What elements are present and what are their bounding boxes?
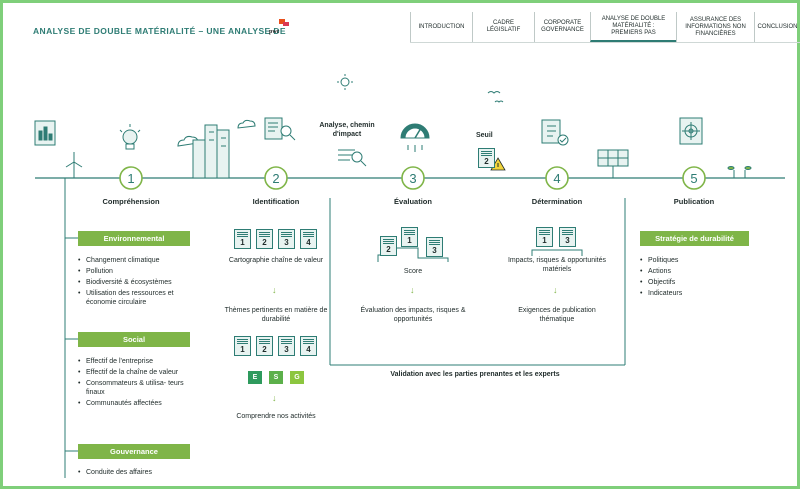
checklist-icon bbox=[541, 119, 569, 146]
list-item: Conduite des affaires bbox=[78, 468, 190, 477]
step-circle-1 bbox=[119, 166, 143, 190]
list-item: Effectif de la chaîne de valeur bbox=[78, 368, 190, 377]
score-doc-3: 3 bbox=[426, 237, 443, 257]
list-item: Communautés affectées bbox=[78, 399, 190, 408]
step-circle-5 bbox=[682, 166, 706, 190]
list-item: Effectif de l'entreprise bbox=[78, 357, 190, 366]
category-social: Social bbox=[78, 332, 190, 347]
list-item: Biodiversité & écosystèmes bbox=[78, 278, 198, 287]
theme-doc-4: 4 bbox=[300, 336, 317, 356]
determination-base bbox=[531, 249, 583, 256]
step-circle-2 bbox=[264, 166, 288, 190]
pwc-logo: pwc bbox=[269, 19, 291, 35]
sun-icon bbox=[337, 74, 353, 90]
nav-divider bbox=[410, 42, 800, 43]
cloud-icon bbox=[237, 119, 256, 129]
esg-e-badge: E bbox=[248, 371, 262, 384]
step-number-2: 2 bbox=[272, 171, 279, 186]
bird-icon bbox=[487, 91, 501, 94]
value-chain-doc-2: 2 bbox=[256, 229, 273, 249]
seuil-document: 2 bbox=[478, 148, 495, 168]
social-list: Effectif de l'entreprise Effectif de la … bbox=[78, 357, 190, 410]
evaluation-label: Évaluation des impacts, risques & opport… bbox=[360, 307, 466, 323]
strategie-header: Stratégie de durabilité bbox=[640, 231, 749, 246]
step-number-4: 4 bbox=[553, 171, 560, 186]
list-item: Utilisation des ressources et économie c… bbox=[78, 289, 198, 307]
lightbulb-icon bbox=[119, 124, 141, 150]
nav-introduction[interactable]: INTRODUCTION bbox=[410, 12, 472, 42]
page-title: ANALYSE DE DOUBLE MATÉRIALITÉ – UNE ANAL… bbox=[33, 26, 286, 36]
step-number-1: 1 bbox=[127, 171, 134, 186]
arrow-down-icon: ↓ bbox=[410, 285, 415, 295]
nav-corporate-governance[interactable]: CORPORATE GOVERNANCE bbox=[534, 12, 590, 42]
score-label: Score bbox=[403, 268, 423, 275]
solar-panel-icon bbox=[597, 149, 629, 178]
step-title-3: Évaluation bbox=[394, 197, 432, 206]
list-item: Actions bbox=[640, 267, 750, 276]
target-icon bbox=[679, 117, 703, 145]
list-item: Objectifs bbox=[640, 278, 750, 287]
bird-icon bbox=[494, 100, 504, 103]
step-circle-3 bbox=[401, 166, 425, 190]
material-doc-1: 1 bbox=[536, 227, 553, 247]
step-number-5: 5 bbox=[690, 171, 697, 186]
gauge-icon bbox=[400, 123, 430, 152]
score-doc-1: 1 bbox=[401, 227, 418, 247]
step-title-5: Publication bbox=[673, 197, 715, 206]
step-title-2: Identification bbox=[252, 197, 300, 206]
value-chain-doc-4: 4 bbox=[300, 229, 317, 249]
theme-doc-1: 1 bbox=[234, 336, 251, 356]
score-staircase bbox=[377, 247, 449, 262]
buildings-icon bbox=[192, 124, 230, 179]
sprout-icon bbox=[727, 166, 752, 178]
list-item: Consommateurs & utilisa- teurs finaux bbox=[78, 379, 190, 397]
nav-double-materialite[interactable]: ANALYSE DE DOUBLE MATÉRIALITÉ : PREMIERS… bbox=[590, 12, 676, 42]
strategie-list: Politiques Actions Objectifs Indicateurs bbox=[640, 256, 750, 300]
document-search-icon bbox=[264, 117, 296, 141]
list-item: Politiques bbox=[640, 256, 750, 265]
cartographie-label: Cartographie chaîne de valeur bbox=[228, 257, 324, 264]
step-title-1: Compréhension bbox=[102, 197, 160, 206]
arrow-down-icon: ↓ bbox=[553, 285, 558, 295]
exigences-label: Exigences de publication thématique bbox=[518, 307, 596, 323]
step-title-4: Détermination bbox=[531, 197, 583, 206]
value-chain-doc-3: 3 bbox=[278, 229, 295, 249]
list-item: Pollution bbox=[78, 267, 198, 276]
seuil-label: Seuil bbox=[476, 132, 493, 139]
esg-g-badge: G bbox=[290, 371, 304, 384]
theme-doc-2: 2 bbox=[256, 336, 273, 356]
top-nav: INTRODUCTION CADRE LÉGISLATIF CORPORATE … bbox=[410, 12, 800, 42]
theme-doc-3: 3 bbox=[278, 336, 295, 356]
step-circle-4 bbox=[545, 166, 569, 190]
impact-path-icon bbox=[338, 149, 367, 167]
nav-assurance[interactable]: ASSURANCE DES INFORMATIONS NON FINANCIÈR… bbox=[676, 12, 754, 42]
cloud-icon bbox=[177, 135, 199, 147]
list-item: Indicateurs bbox=[640, 289, 750, 298]
comprendre-label: Comprendre nos activités bbox=[236, 413, 316, 420]
list-item: Changement climatique bbox=[78, 256, 198, 265]
arrow-down-icon: ↓ bbox=[272, 393, 277, 403]
wind-turbine-icon bbox=[65, 152, 83, 178]
material-doc-3: 3 bbox=[559, 227, 576, 247]
impacts-label: Impacts, risques & opportunités matériel… bbox=[507, 257, 607, 273]
value-chain-doc-1: 1 bbox=[234, 229, 251, 249]
step-number-3: 3 bbox=[409, 171, 416, 186]
category-environnemental: Environnemental bbox=[78, 231, 190, 246]
governance-list: Conduite des affaires bbox=[78, 468, 190, 479]
themes-label: Thèmes pertinents en matière de durabili… bbox=[224, 307, 328, 323]
score-doc-2: 2 bbox=[380, 236, 397, 256]
esg-s-badge: S bbox=[269, 371, 283, 384]
environmental-list: Changement climatique Pollution Biodiver… bbox=[78, 256, 198, 309]
arrow-down-icon: ↓ bbox=[272, 285, 277, 295]
nav-conclusion[interactable]: CONCLUSION bbox=[754, 12, 800, 42]
validation-label: Validation avec les parties prenantes et… bbox=[390, 371, 560, 378]
nav-cadre-legislatif[interactable]: CADRE LÉGISLATIF bbox=[472, 12, 534, 42]
category-gouvernance: Gouvernance bbox=[78, 444, 190, 459]
analyse-label: Analyse, chemin d'impact bbox=[319, 122, 375, 138]
report-icon bbox=[34, 120, 56, 146]
